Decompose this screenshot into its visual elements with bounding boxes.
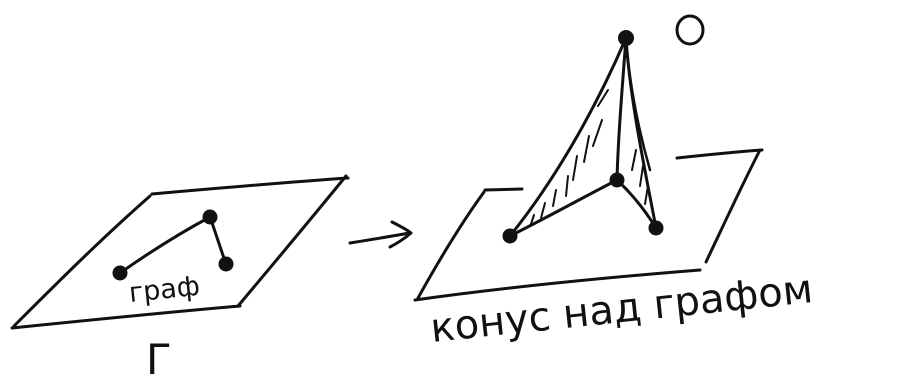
graph-vertex-1 — [113, 266, 128, 281]
graph-vertex-2 — [203, 210, 218, 225]
cone-fold — [626, 40, 650, 170]
base-vertex-1 — [503, 229, 518, 244]
left-figure: граф Г — [12, 176, 348, 378]
cone-hatching — [531, 90, 648, 224]
base-vertex-2 — [610, 173, 625, 188]
graph-vertex-3 — [219, 257, 234, 272]
plane-label: Г — [146, 335, 172, 378]
apex-label — [677, 16, 703, 44]
base-vertex-3 — [649, 221, 664, 236]
right-figure: конус над графом — [415, 16, 815, 352]
cone-caption: конус над графом — [428, 266, 815, 352]
left-plane — [12, 176, 348, 328]
graph-edge-1 — [120, 217, 210, 273]
graph-label: граф — [127, 271, 201, 309]
apex-vertex — [618, 30, 634, 46]
transform-arrow — [350, 222, 411, 247]
cone-edge-middle — [617, 38, 626, 180]
base-edge-1 — [510, 180, 617, 236]
